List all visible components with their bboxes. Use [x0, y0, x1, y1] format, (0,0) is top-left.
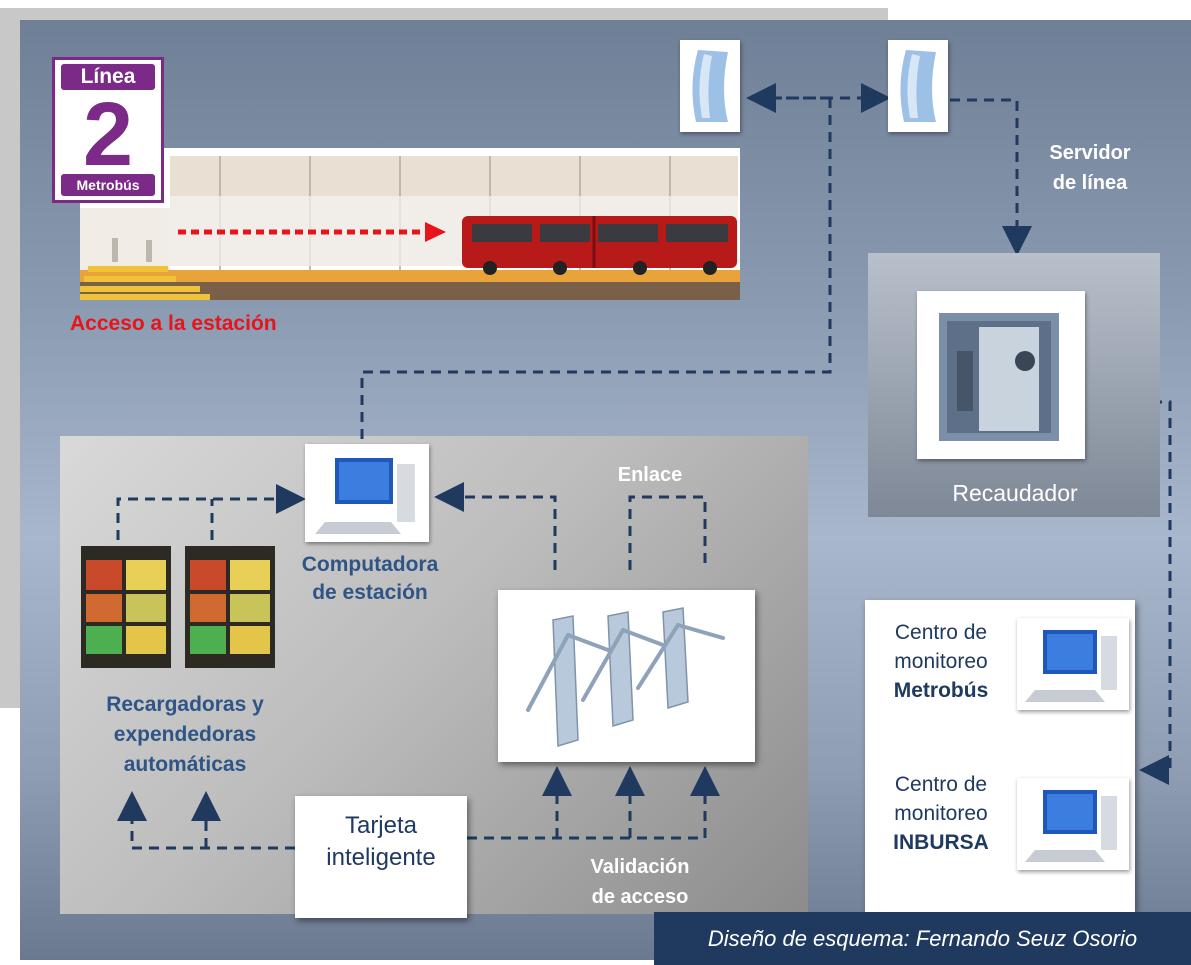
computadora-label-1: Computadora — [301, 553, 439, 576]
turnstile-icon — [526, 607, 725, 747]
recargadoras-label-3: automáticas — [123, 753, 247, 776]
computadora-label-2: de estación — [312, 581, 428, 604]
computer-icon — [305, 444, 429, 542]
server-icon — [680, 40, 740, 132]
recharge-machine-icon — [185, 546, 275, 668]
station-scene-illustration — [80, 148, 740, 300]
computer-icon — [1017, 618, 1129, 710]
logo-bottom-text: Metrobús — [61, 174, 155, 196]
recaudador-label: Recaudador — [952, 480, 1078, 506]
recargadoras-label-1: Recargadoras y — [106, 693, 264, 716]
credit-caption: Diseño de esquema: Fernando Seuz Osorio — [654, 912, 1191, 965]
recharge-machine-icon — [81, 546, 171, 668]
acceso-label: Acceso a la estación — [70, 312, 277, 335]
validacion-label-2: de acceso — [591, 886, 689, 908]
servidor-label-1: Servidor — [1049, 142, 1131, 164]
tarjeta-label-1: Tarjeta — [344, 812, 418, 839]
logo-top-text: Línea — [61, 64, 155, 90]
server-icon — [888, 40, 948, 132]
enlace-label: Enlace — [617, 464, 683, 486]
bus-icon — [462, 216, 737, 275]
turnstiles-box — [498, 590, 755, 762]
logo-number: 2 — [82, 85, 134, 185]
computer-icon — [1017, 778, 1129, 870]
monitoring-panel: Centro de monitoreo Metrobús Centro de m… — [865, 600, 1135, 912]
tarjeta-label-2: inteligente — [326, 844, 436, 871]
safe-icon — [917, 291, 1085, 459]
validacion-label-1: Validación — [590, 856, 690, 878]
tarjeta-inteligente-box: Tarjeta inteligente — [295, 796, 467, 918]
centro-metrobus-label: Centro de monitoreo Metrobús — [893, 621, 989, 702]
centro-inbursa-label: Centro de monitoreo INBURSA — [893, 773, 989, 854]
recargadoras-label-2: expendedoras — [113, 723, 257, 746]
linea-2-logo: Línea 2 Metrobús — [52, 57, 164, 203]
servidor-label-2: de línea — [1052, 172, 1128, 194]
